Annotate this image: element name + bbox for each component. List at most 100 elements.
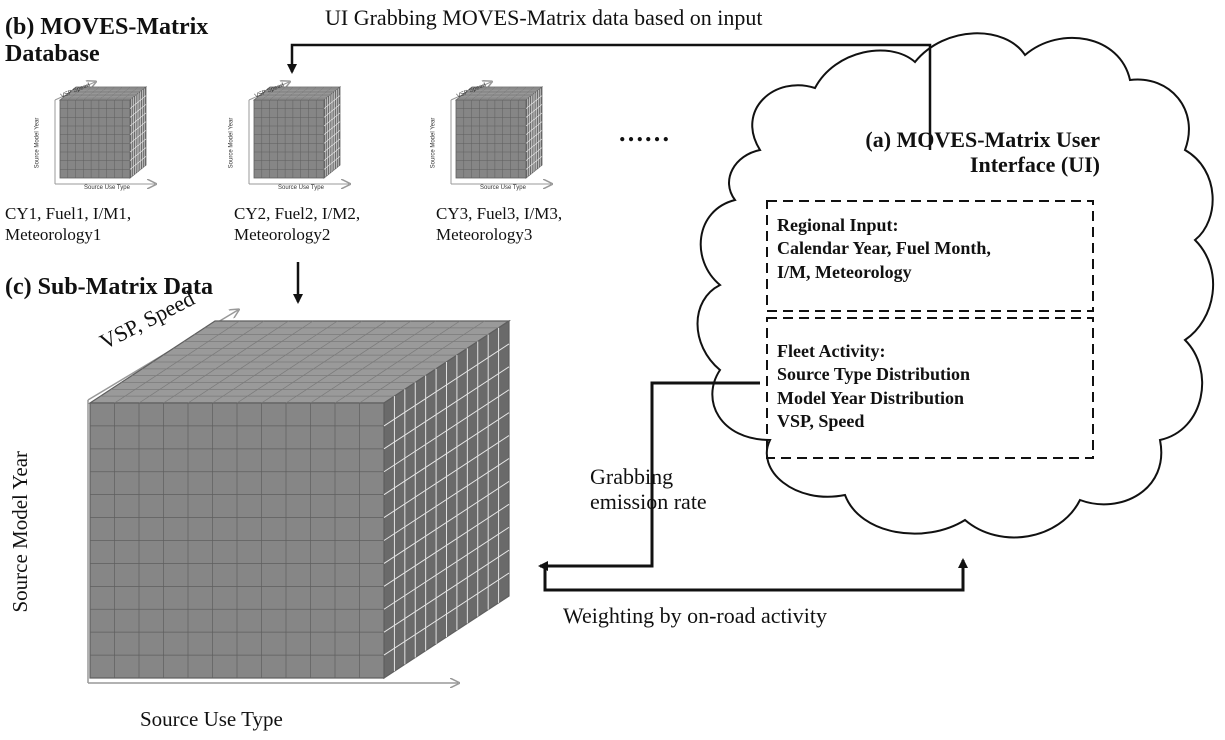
cube3-caption-line1: CY3, Fuel3, I/M3, [436, 204, 563, 223]
database-cube-3-grid-side [525, 95, 543, 109]
top-arrow-label: UI Grabbing MOVES-Matrix data based on i… [325, 5, 763, 30]
database-cubes [54, 82, 551, 184]
cube3-axis-bottom: Source Use Type [480, 185, 526, 191]
database-cube-3-grid-top [471, 86, 488, 101]
database-cube-2-grid-side [323, 95, 341, 109]
database-cube-1-front-face [59, 99, 131, 179]
fleet-activity-box [766, 317, 1094, 459]
weighting-label: Weighting by on-road activity [563, 603, 827, 628]
database-cube-1-grid-top [90, 86, 108, 101]
database-cube-1-grid-side [129, 121, 147, 135]
database-cube-2-grid-top [316, 86, 333, 101]
cube3-caption-line2: Meteorology3 [436, 225, 533, 245]
ui-title-line1: (a) MOVES-Matrix User [865, 127, 1100, 152]
database-label: (b) MOVES-Matrix Database [5, 14, 208, 68]
grab-label-line2: emission rate [590, 489, 707, 515]
cube2-caption-line2: Meteorology2 [234, 225, 331, 245]
database-cube-1-grid-side [129, 112, 147, 127]
database-cube-3-grid-top [494, 86, 512, 101]
database-cube-1-grid-side [129, 130, 147, 144]
regional-line2: Calendar Year, Fuel Month, [777, 238, 991, 259]
ui-title-line2: Interface (UI) [969, 151, 1100, 177]
ellipsis: …… [618, 118, 670, 147]
database-cube-1-grid-side [129, 95, 147, 109]
database-cube-3-grid-top [502, 86, 519, 101]
database-cube-3-grid-top [510, 86, 527, 101]
cube1-caption-line2: Meteorology1 [5, 225, 102, 245]
database-cube-3-grid-top [486, 86, 504, 101]
database-cube-1-grid-top [75, 86, 92, 101]
database-cube-2-grid-top [277, 86, 294, 101]
regional-input-text: Regional Input: Calendar Year, Fuel Mont… [777, 214, 991, 284]
database-cube-2-grid-top [261, 86, 278, 101]
database-cube-1-grid-top [98, 86, 116, 101]
submatrix-cube-grid-side [383, 572, 510, 656]
database-cube-1-grid-top [122, 86, 139, 101]
database-cube-2-grid-top [269, 86, 286, 101]
ui-cloud [696, 32, 1215, 539]
database-cube-3-grid-side [525, 121, 543, 135]
ui-title: (a) MOVES-Matrix User Interface (UI) [865, 127, 1100, 177]
database-cube-1-grid-side [129, 104, 147, 118]
submatrix-cube [87, 319, 512, 680]
database-cube-3-grid-side [525, 147, 543, 161]
database-cube-1-grid-top [106, 86, 123, 101]
submatrix-axis-left: Source Model Year [8, 450, 33, 613]
database-cube-3-grid-top [518, 86, 535, 101]
database-cube-2 [252, 86, 342, 179]
cube1-caption-line1: CY1, Fuel1, I/M1, [5, 204, 132, 223]
regional-line3: I/M, Meteorology [777, 261, 912, 282]
cube3-axis-left: Source Model Year [430, 117, 437, 169]
submatrix-axis-bottom: Source Use Type [140, 707, 283, 731]
cube1-caption: CY1, Fuel1, I/M1, Meteorology1 [5, 203, 131, 246]
fleet-line4: VSP, Speed [777, 411, 865, 432]
database-cube-2-grid-top [300, 86, 317, 101]
cube2-axis-left: Source Model Year [228, 117, 235, 169]
submatrix-cube [87, 310, 512, 683]
database-cube-2-grid-side [323, 147, 341, 161]
database-cube-3 [454, 86, 544, 179]
database-cube-1-grid-side [129, 156, 147, 170]
database-cube-2-front-face [253, 99, 325, 179]
regional-line1: Regional Input: [777, 215, 899, 235]
fleet-line3: Model Year Distribution [777, 387, 964, 408]
database-cube-2-grid-side [323, 112, 341, 127]
submatrix-label: (c) Sub-Matrix Data [5, 274, 213, 300]
grab-label: Grabbing emission rate [590, 464, 707, 515]
cube1-axis-left: Source Model Year [34, 117, 41, 169]
database-label-line1: (b) MOVES-Matrix [5, 14, 209, 40]
cube3-caption: CY3, Fuel3, I/M3, Meteorology3 [436, 203, 562, 246]
database-cube-1-grid-top [114, 86, 131, 101]
database-cube-3-grid-side [525, 156, 543, 170]
fleet-line2: Source Type Distribution [777, 364, 971, 385]
database-cube-1-grid-side [129, 147, 147, 161]
submatrix-cube-grid-top [359, 320, 485, 404]
database-cube-2-grid-side [323, 121, 341, 135]
database-cube-3-grid-top [463, 86, 480, 101]
grab-emission-arrow [538, 381, 760, 571]
database-cube-2-grid-side [323, 104, 341, 118]
cube2-caption: CY2, Fuel2, I/M2, Meteorology2 [234, 203, 360, 246]
database-cube-2-grid-top [308, 86, 325, 101]
database-cube-3-grid-side [525, 130, 543, 144]
database-cube-1-grid-side [129, 138, 147, 153]
database-cube-3-grid-side [525, 104, 543, 118]
database-cube-1-grid-top [67, 86, 84, 101]
database-cube-1-grid-top [83, 86, 100, 101]
database-cube-2-grid-top [292, 86, 310, 101]
grab-label-line1: Grabbing [590, 464, 674, 489]
weighting-arrow [543, 558, 968, 592]
database-cube-2-grid-side [323, 156, 341, 170]
top-connector-arrow [287, 43, 932, 150]
database-cube-3-grid-top [479, 86, 496, 101]
database-cube-3-front-face [455, 99, 527, 179]
database-label-line2: Database [5, 40, 100, 67]
cube2-axis-bottom: Source Use Type [278, 185, 324, 191]
database-cube-3-grid-side [525, 138, 543, 153]
database-cube-1 [58, 86, 148, 179]
database-cube-3-grid-side [525, 112, 543, 127]
regional-input-box [766, 200, 1094, 312]
cube2-caption-line1: CY2, Fuel2, I/M2, [234, 204, 361, 223]
submatrix-cube-grid-side [383, 549, 510, 633]
